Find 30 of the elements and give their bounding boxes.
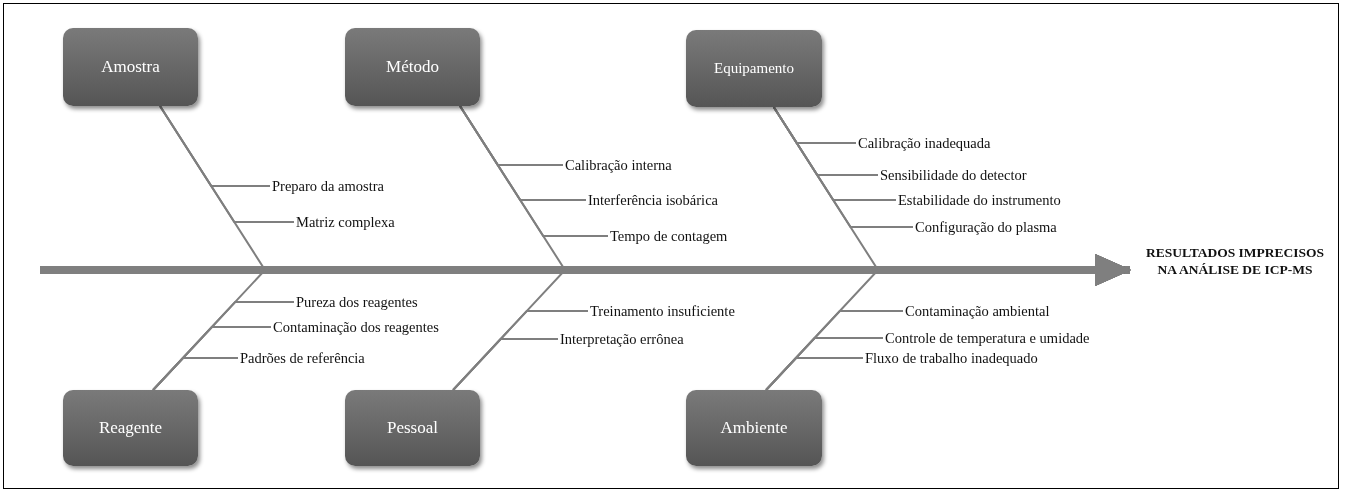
cause-label: Preparo da amostra: [272, 177, 384, 195]
cause-label: Contaminação ambiental: [905, 302, 1050, 320]
category-box: Reagente: [63, 390, 198, 466]
category-box: Equipamento: [686, 30, 822, 107]
cause-label: Sensibilidade do detector: [880, 166, 1027, 184]
cause-label: Calibração interna: [565, 156, 672, 174]
cause-label: Fluxo de trabalho inadequado: [865, 349, 1038, 367]
category-box: Pessoal: [345, 390, 480, 466]
cause-label: Treinamento insuficiente: [590, 302, 735, 320]
cause-label: Calibração inadequada: [858, 134, 991, 152]
cause-label: Configuração do plasma: [915, 218, 1057, 236]
branch-line: [765, 357, 864, 391]
effect-label: RESULTADOS IMPRECISOS NA ANÁLISE DE ICP-MS: [1135, 244, 1335, 278]
cause-label: Estabilidade do instrumento: [898, 191, 1061, 209]
branch-line: [159, 105, 295, 223]
cause-label: Contaminação dos reagentes: [273, 318, 439, 336]
branch-line: [452, 338, 559, 391]
category-box: Método: [345, 28, 480, 106]
cause-label: Controle de temperatura e umidade: [885, 329, 1090, 347]
branch-line: [772, 106, 914, 228]
category-box: Amostra: [63, 28, 198, 106]
cause-label: Pureza dos reagentes: [296, 293, 418, 311]
cause-label: Matriz complexa: [296, 213, 395, 231]
branch-line: [152, 357, 239, 391]
cause-label: Tempo de contagem: [610, 227, 728, 245]
cause-label: Interpretação errônea: [560, 330, 684, 348]
category-box: Ambiente: [686, 390, 822, 466]
cause-label: Interferência isobárica: [588, 191, 718, 209]
cause-label: Padrões de referência: [240, 349, 365, 367]
branch-line: [459, 105, 609, 237]
